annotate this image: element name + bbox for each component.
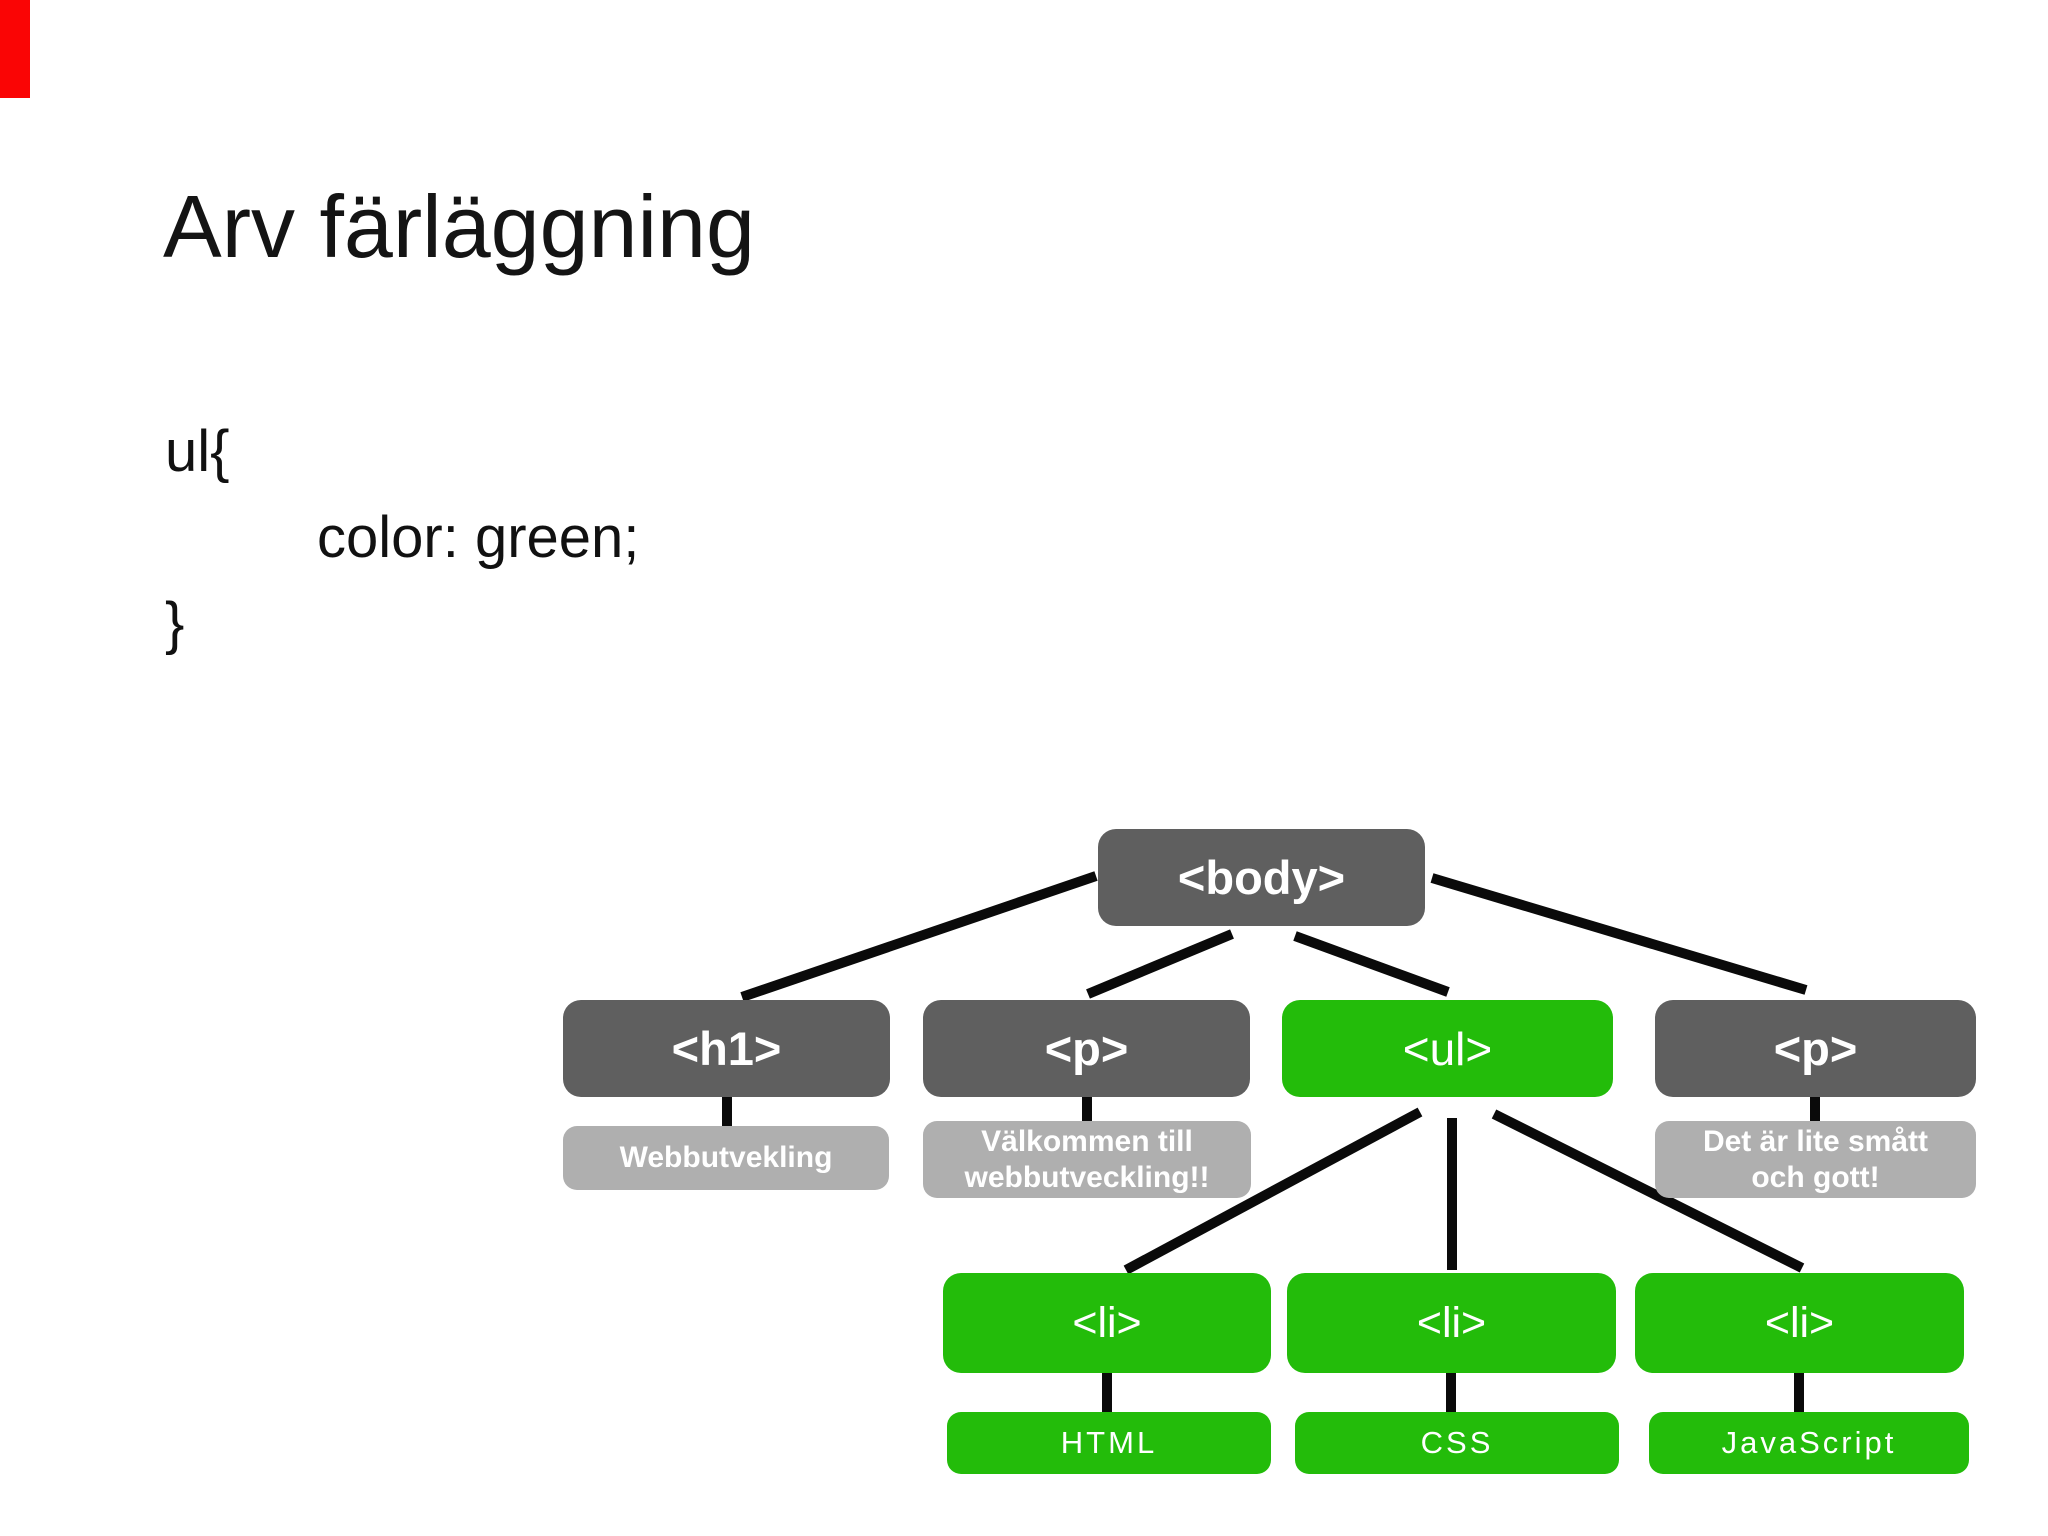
code-line-closing-brace: } (165, 591, 185, 656)
text-label-li-javascript: JavaScript (1649, 1412, 1969, 1474)
text-label-p1-content: Välkommen till webbutveckling!! (923, 1121, 1251, 1198)
code-line-selector: ul{ (165, 419, 230, 484)
text-label-p2-content: Det är lite smått och gott! (1655, 1121, 1976, 1198)
tree-node-li-first: <li> (943, 1273, 1271, 1373)
tree-node-p-second: <p> (1655, 1000, 1976, 1097)
text-label-li-css: CSS (1295, 1412, 1619, 1474)
tree-node-li-third: <li> (1635, 1273, 1964, 1373)
text-label-p1-lines: Välkommen till webbutveckling!! (964, 1124, 1210, 1194)
text-label-p2-lines: Det är lite smått och gott! (1702, 1124, 1929, 1194)
code-line-declaration: color: green; (317, 505, 640, 570)
tree-node-ul: <ul> (1282, 1000, 1613, 1097)
text-label-li-html: HTML (947, 1412, 1271, 1474)
red-corner-marker (0, 0, 30, 98)
tree-node-body: <body> (1098, 829, 1425, 926)
tree-node-h1: <h1> (563, 1000, 890, 1097)
page-title: Arv färläggning (163, 177, 755, 276)
tree-node-p-first: <p> (923, 1000, 1250, 1097)
text-label-h1-content: Webbutvekling (563, 1126, 889, 1190)
tree-node-li-second: <li> (1287, 1273, 1616, 1373)
